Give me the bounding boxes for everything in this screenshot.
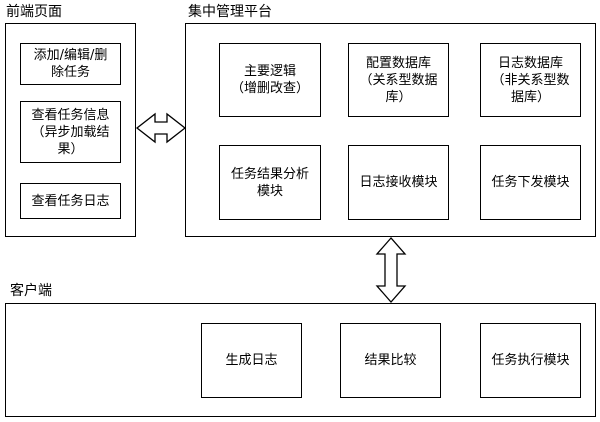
- module-result-analysis: 任务结果分析 模块: [219, 145, 321, 220]
- platform-title: 集中管理平台: [188, 4, 272, 20]
- client-title: 客户端: [10, 283, 52, 299]
- client-module-generate-log: 生成日志: [201, 323, 302, 398]
- frontend-item-view-task-log: 查看任务日志: [20, 183, 121, 219]
- double-arrow-vertical: [375, 237, 407, 303]
- module-log-database: 日志数据库 （非关系型数 据库）: [480, 43, 581, 117]
- frontend-title: 前端页面: [6, 4, 62, 20]
- double-arrow-horizontal: [135, 112, 187, 144]
- module-main-logic: 主要逻辑 （增删改查）: [219, 43, 321, 117]
- frontend-item-view-task-info: 查看任务信息 （异步加载结 果）: [20, 101, 121, 163]
- module-log-receive: 日志接收模块: [348, 145, 449, 220]
- client-module-result-compare: 结果比较: [340, 323, 441, 398]
- module-task-dispatch: 任务下发模块: [480, 145, 581, 220]
- module-config-database: 配置数据库 （关系型数据 库）: [348, 43, 449, 117]
- client-module-task-execute: 任务执行模块: [480, 323, 581, 398]
- frontend-item-edit-task: 添加/编辑/删 除任务: [20, 43, 121, 85]
